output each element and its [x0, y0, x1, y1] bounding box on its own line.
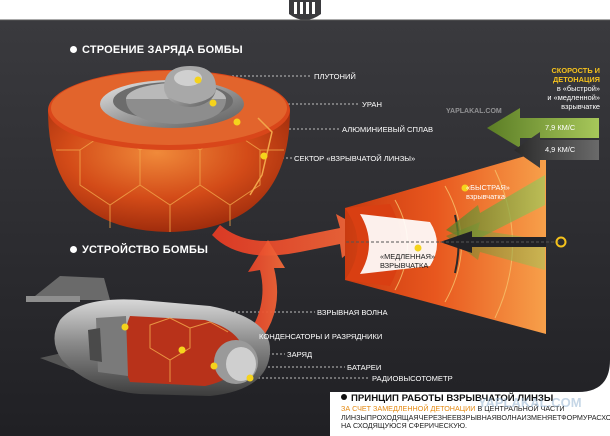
speed-line-4: и «медленной»: [547, 93, 600, 102]
fast-explosive-label: «БЫСТРАЯ» взрывчатка: [466, 183, 510, 201]
fast-speed-value: 7,9 КМ/С: [545, 123, 576, 132]
principle-text: ЗА СЧЕТ ЗАМЕДЛЕННОЙ ДЕТОНАЦИИ В ЦЕНТРАЛЬ…: [341, 404, 610, 431]
yellow-marker-icon: [233, 118, 241, 126]
slow-explosive-line-1: «МЕДЛЕННАЯ»: [380, 252, 436, 261]
bomb-charge-sphere: [48, 66, 290, 232]
slow-explosive-label: «МЕДЛЕННАЯ» ВЗРЫВЧАТКА: [380, 252, 436, 270]
label-uranium: УРАН: [362, 100, 382, 109]
yellow-marker-icon: [121, 323, 129, 331]
bomb-body: [26, 276, 271, 396]
yellow-marker-icon: [461, 184, 469, 192]
label-altimeter: РАДИОВЫСОТОМЕТР: [372, 374, 453, 383]
yellow-marker-icon: [209, 99, 217, 107]
yellow-marker-icon: [246, 374, 254, 382]
label-charge: ЗАРЯД: [287, 350, 313, 359]
speed-title-2: ДЕТОНАЦИЯ: [553, 75, 600, 84]
wave-arrow-icon: [212, 214, 372, 258]
label-lens-sector: СЕКТОР «ВЗРЫВЧАТОЙ ЛИНЗЫ»: [294, 154, 416, 163]
principle-title: ПРИНЦИП РАБОТЫ ВЗРЫВЧАТОЙ ЛИНЗЫ: [341, 393, 553, 404]
structure-title: СТРОЕНИЕ ЗАРЯДА БОМБЫ: [70, 44, 243, 56]
wave-arrow-icon: [240, 240, 285, 350]
yellow-marker-icon: [194, 76, 202, 84]
slow-explosive-line-2: ВЗРЫВЧАТКА: [380, 260, 429, 270]
label-aluminium-alloy: АЛЮМИНИЕВЫЙ СПЛАВ: [342, 125, 434, 134]
yellow-marker-icon: [210, 362, 218, 370]
watermark-small: YAPLAKAL.COM: [446, 108, 502, 115]
speed-title-1: СКОРОСТЬ И: [551, 66, 600, 75]
speed-line-5: взрывчатке: [561, 102, 600, 111]
speed-legend: СКОРОСТЬ И ДЕТОНАЦИЯ в «быстрой» и «медл…: [518, 66, 600, 111]
label-blast-wave: ВЗРЫВНАЯ ВОЛНА: [317, 308, 388, 317]
fast-explosive-line-2: взрывчатка: [466, 191, 505, 201]
speed-arrows: [487, 108, 599, 168]
principle-body: В ЦЕНТРАЛЬНОЙ ЧАСТИ ЛИНЗЫПРОХОДЯЩАЯЧЕРЕЗ…: [341, 404, 610, 431]
yellow-marker-icon: [178, 346, 186, 354]
watermark: YAPLAKAL.COM: [478, 395, 582, 410]
header-logo-icon: [289, 0, 321, 20]
fast-explosive-line-1: «БЫСТРАЯ»: [466, 183, 510, 192]
explosive-lens-sector: [345, 150, 567, 334]
label-plutonium: ПЛУТОНИЙ: [314, 72, 356, 81]
principle-highlight: ЗА СЧЕТ ЗАМЕДЛЕННОЙ ДЕТОНАЦИИ: [341, 404, 476, 413]
speed-line-3: в «быстрой»: [556, 84, 600, 93]
slow-speed-value: 4,9 КМ/С: [545, 145, 576, 154]
yellow-marker-icon: [260, 152, 268, 160]
yellow-marker-icon: [414, 244, 422, 252]
label-capacitors: КОНДЕНСАТОРЫ И РАЗРЯДНИКИ: [259, 332, 383, 341]
device-title: УСТРОЙСТВО БОМБЫ: [70, 244, 208, 256]
label-batteries: БАТАРЕИ: [347, 363, 382, 372]
